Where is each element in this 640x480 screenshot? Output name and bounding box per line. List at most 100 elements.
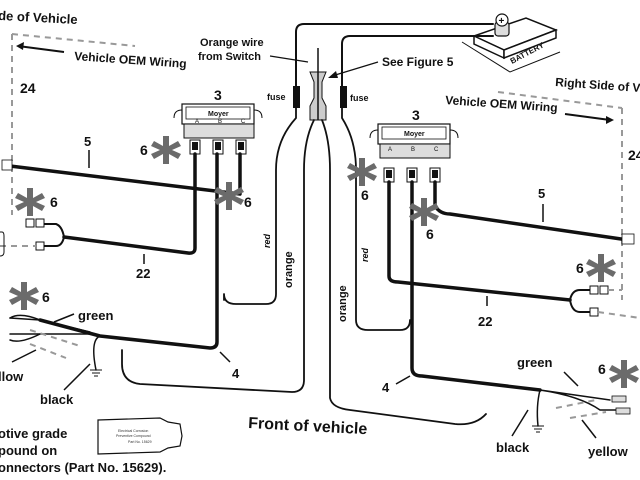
callout-22-right: 22 <box>478 314 492 329</box>
connector-22-left-c <box>35 241 45 251</box>
wire-4-left-tails <box>9 314 41 342</box>
callout-4-left-leader <box>219 351 231 363</box>
asterisk-icon <box>151 136 181 164</box>
wire-4-right-branches <box>539 389 621 411</box>
fuse-right-icon <box>340 86 347 108</box>
asterisk-icon <box>214 182 244 210</box>
wire-4-right <box>410 180 542 392</box>
svg-text:C: C <box>241 119 246 125</box>
tube-label-2: Preventive Compound <box>116 434 151 438</box>
callout-3-right: 3 <box>412 107 420 123</box>
connector-5-left <box>1 159 13 171</box>
asterisk-icon <box>586 254 616 282</box>
compound-note-line2: pound on <box>0 443 57 458</box>
see-figure-arrowhead <box>328 71 338 78</box>
wire-5-left <box>8 152 242 196</box>
black-left-leader <box>63 363 91 391</box>
callout-6: 6 <box>50 194 58 210</box>
asterisk-callouts: 6 6 6 6 6 6 6 6 <box>9 136 639 388</box>
yellow-right-leader <box>581 419 597 439</box>
wire-4-left <box>38 152 219 350</box>
ground-right-icon <box>532 425 544 433</box>
red-label-left: red <box>262 233 272 248</box>
orange-wire-label-2: from Switch <box>198 51 261 63</box>
right-oem-arrowhead <box>606 116 614 124</box>
orange-wire-label-1: Orange wire <box>200 37 264 49</box>
red-wire-right <box>341 107 411 331</box>
right-oem-boundary-top <box>497 91 623 109</box>
yellow-label-right: yellow <box>588 444 629 459</box>
connector-4-right-b <box>615 407 631 415</box>
black-ground-left <box>93 335 101 371</box>
orange-wire-leader <box>269 55 309 63</box>
callout-6: 6 <box>361 187 369 203</box>
orange-label-left: orange <box>283 251 295 288</box>
see-figure-arrow <box>331 61 379 77</box>
battery-wire-left <box>295 23 494 101</box>
orange-wire-left <box>121 119 315 393</box>
see-figure-label: See Figure 5 <box>382 55 454 69</box>
fuse-left-label: fuse <box>267 92 286 102</box>
connector-4-right-a <box>611 395 627 403</box>
module-right: 3 Moyer A B C <box>369 107 459 183</box>
battery-wire-right <box>341 35 494 101</box>
left-oem-arrowhead <box>16 42 24 50</box>
ground-left-icon <box>90 369 102 377</box>
black-ground-right <box>536 389 541 427</box>
callout-5-right: 5 <box>538 186 545 201</box>
svg-text:B: B <box>218 119 222 125</box>
asterisk-icon <box>15 188 45 216</box>
left-dash-4 <box>29 329 81 359</box>
left-oem-label: Vehicle OEM Wiring <box>74 49 187 71</box>
green-left-leader <box>53 313 75 323</box>
left-oem-connector <box>0 231 5 257</box>
right-dash-4 <box>555 399 607 419</box>
left-oem-boundary-top <box>11 33 136 47</box>
callout-24-left: 24 <box>20 80 36 96</box>
green-label-right: green <box>517 355 552 370</box>
orange-wire-right <box>321 119 487 426</box>
black-label-right: black <box>496 440 530 455</box>
svg-text:+: + <box>499 16 505 27</box>
fuse-right-label: fuse <box>350 93 369 103</box>
callout-5-left: 5 <box>84 134 91 149</box>
callout-4-right-leader <box>395 375 411 385</box>
yellow-label-left: llow <box>0 369 24 384</box>
connector-22-right-c <box>589 307 599 317</box>
svg-text:A: A <box>388 147 392 153</box>
callout-4-left: 4 <box>232 366 240 381</box>
connector-22-left-b <box>35 218 45 228</box>
svg-text:C: C <box>434 147 439 153</box>
wire-22-left-split <box>43 223 65 247</box>
right-oem-label: Vehicle OEM Wiring <box>445 93 558 115</box>
compound-note-line1: otive grade <box>0 426 67 441</box>
callout-6: 6 <box>244 194 252 210</box>
connector-22-left-a <box>25 218 35 228</box>
yellow-left-leader <box>11 349 37 363</box>
black-label-left: black <box>40 392 74 407</box>
asterisk-icon <box>409 198 439 226</box>
tube-label-3: Part No. 15629 <box>128 440 152 444</box>
green-label-left: green <box>78 308 113 323</box>
svg-text:A: A <box>195 119 199 125</box>
left-oem-arrow <box>17 45 65 53</box>
wire-5-right <box>433 180 630 242</box>
red-wire-left <box>223 107 297 305</box>
right-oem-arrow <box>564 113 611 121</box>
module-left: 3 Moyer A B C <box>173 87 263 155</box>
wire-22-right-split <box>569 289 591 313</box>
battery-positive-icon <box>495 13 509 27</box>
tube-label-1: Electrical Corrosion <box>118 429 148 433</box>
front-of-vehicle-label: Front of vehicle <box>248 415 368 438</box>
asterisk-icon <box>9 282 39 310</box>
callout-4-right: 4 <box>382 380 390 395</box>
callout-6: 6 <box>140 142 148 158</box>
asterisk-icon <box>609 360 639 388</box>
battery: BATTERY + <box>461 13 561 73</box>
compound-note-line3: onnectors (Part No. 15629). <box>0 460 166 475</box>
asterisk-icon <box>347 158 377 186</box>
callout-6: 6 <box>576 260 584 276</box>
callout-3-left: 3 <box>214 87 222 103</box>
connector-5-right <box>621 233 635 245</box>
